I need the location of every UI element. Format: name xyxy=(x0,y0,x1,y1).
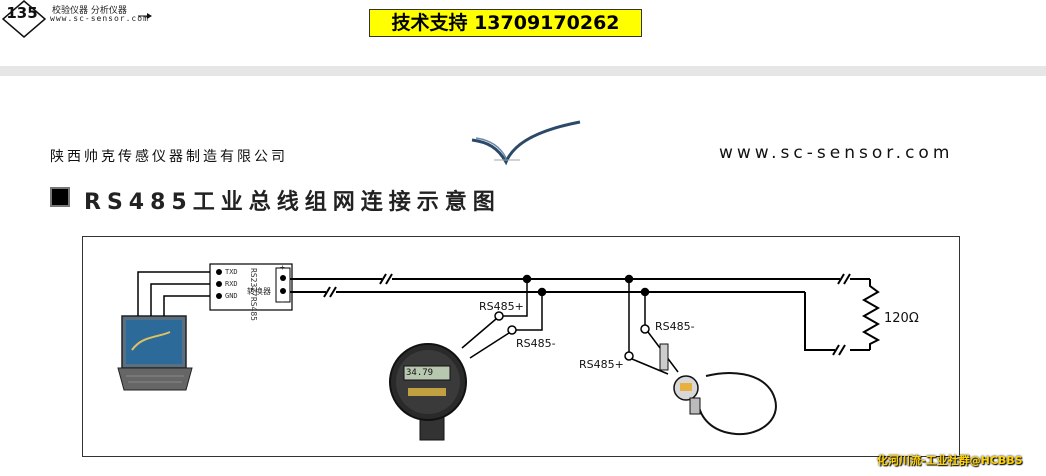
device2-rs485-plus-label: RS485+ xyxy=(579,358,624,371)
rs485-bus xyxy=(290,273,881,356)
pressure-gauge-icon xyxy=(389,343,467,441)
header-bar: 135 校验仪器 分析仪器 www.sc-sensor.com 技术支持 137… xyxy=(0,0,1046,66)
converter-subtitle: 转换器 xyxy=(247,287,271,296)
terminal-minus: - xyxy=(280,297,285,306)
company-logo-icon xyxy=(471,120,581,166)
brand-categories: 校验仪器 分析仪器 xyxy=(52,6,127,16)
website-url[interactable]: www.sc-sensor.com xyxy=(719,143,954,163)
termination-resistor-label: 120Ω xyxy=(884,311,919,326)
page-number-badge-icon xyxy=(2,0,46,38)
page-number: 135 xyxy=(6,4,38,22)
rs232-rs485-converter xyxy=(209,263,293,311)
watermark: 化河川流-工业社群@HCBBS xyxy=(877,454,1023,467)
title-bullet-icon xyxy=(50,187,70,207)
serial-wires xyxy=(137,271,218,316)
page-title: RS485工业总线组网连接示意图 xyxy=(84,190,501,215)
laptop-icon xyxy=(117,315,193,391)
pin-txd: TXD xyxy=(225,268,238,276)
device2-rs485-minus-label: RS485- xyxy=(655,320,695,333)
company-name: 陕西帅克传感仪器制造有限公司 xyxy=(50,149,288,165)
brand-url: www.sc-sensor.com xyxy=(50,14,149,23)
terminal-plus: + xyxy=(280,263,285,272)
device1-taps xyxy=(461,274,547,359)
pin-gnd: GND xyxy=(225,292,238,300)
header-divider xyxy=(0,66,1046,76)
diagram-frame xyxy=(82,236,960,457)
support-hotline-banner[interactable]: 技术支持 13709170262 xyxy=(369,9,642,37)
level-sensor-icon xyxy=(659,343,777,436)
pin-rxd: RXD xyxy=(225,280,238,288)
device1-rs485-minus-label: RS485- xyxy=(516,337,556,350)
arrow-icon xyxy=(138,13,152,19)
device1-rs485-plus-label: RS485+ xyxy=(479,300,524,313)
gauge-display-reading: 34.79 xyxy=(406,368,434,378)
